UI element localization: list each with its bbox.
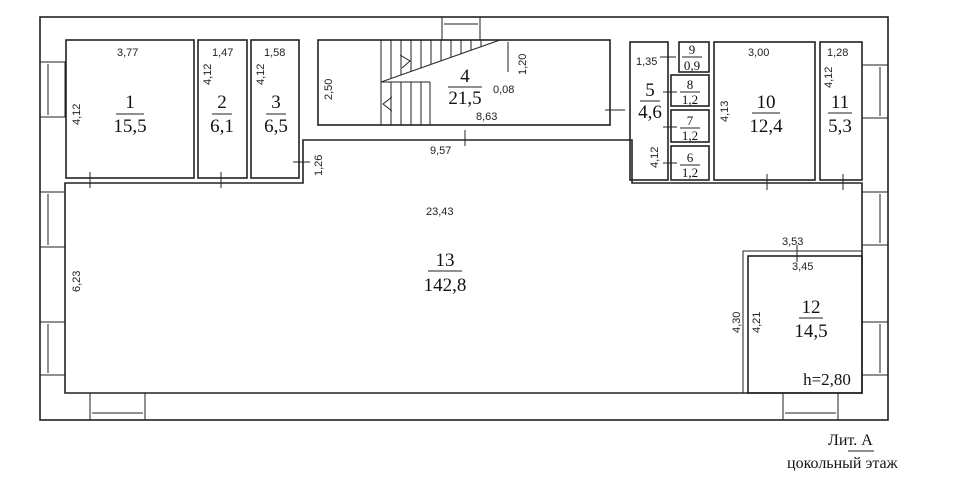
room-6-number: 6 (687, 150, 694, 165)
room-5-outline (629, 41, 669, 181)
room-3-outline (250, 39, 300, 179)
room-labels: 1 15,5 2 6,1 3 6,5 4 21,5 5 4,6 6 1,2 7 … (113, 42, 852, 389)
room-10-area: 12,4 (749, 116, 783, 137)
room-1-outline (65, 39, 195, 179)
dim-r3-height: 4,12 (255, 64, 267, 85)
room-13-area: 142,8 (424, 275, 467, 296)
room-12-number: 12 (802, 297, 821, 318)
dim-r5-width: 1,35 (636, 56, 657, 68)
dim-r10-height: 4,13 (719, 101, 731, 122)
dim-r5-height: 4,12 (649, 147, 661, 168)
room-3-area: 6,5 (264, 116, 288, 137)
staircase (380, 39, 509, 125)
dim-r10-width: 3,00 (748, 47, 769, 59)
room-4-number: 4 (460, 66, 470, 87)
room-13-outline (64, 139, 863, 394)
room-2-outline (197, 39, 248, 179)
dim-r4-b: 0,08 (493, 84, 514, 96)
room-5-number: 5 (645, 80, 655, 101)
dim-r12-height: 4,21 (751, 312, 763, 333)
room-8-area: 1,2 (682, 92, 698, 107)
dim-r1-width: 3,77 (117, 47, 138, 59)
room-10-outline (713, 41, 816, 181)
dimensions: 3,77 4,12 1,47 4,12 1,58 4,12 2,50 1,20 … (71, 47, 848, 333)
room-13-number: 13 (436, 250, 455, 271)
room-11-area: 5,3 (828, 116, 852, 137)
dim-r2-height: 4,12 (202, 64, 214, 85)
room-9-area: 0,9 (684, 58, 700, 73)
plan-subtitle: цокольный этаж (787, 455, 899, 472)
room-3-number: 3 (271, 92, 281, 113)
room-7-number: 7 (687, 113, 694, 128)
room-10-number: 10 (757, 92, 776, 113)
dim-r13-width: 23,43 (426, 206, 454, 218)
dim-r12-width: 3,45 (792, 261, 813, 273)
dim-r4-height: 2,50 (323, 79, 335, 100)
room-12-area: 14,5 (794, 321, 827, 342)
dim-r11-width: 1,28 (827, 47, 848, 59)
room-2-number: 2 (217, 92, 227, 113)
dim-r4-a: 1,20 (517, 54, 529, 75)
room-6-area: 1,2 (682, 165, 698, 180)
room-7-area: 1,2 (682, 128, 698, 143)
door-marks (89, 56, 844, 262)
room-9-number: 9 (689, 42, 696, 57)
dim-r11-height: 4,12 (823, 67, 835, 88)
room-4-area: 21,5 (448, 88, 481, 109)
windows (39, 16, 889, 421)
plan-title: Лит. А (828, 432, 873, 449)
room-12-wall (742, 250, 862, 393)
dim-r4-width: 8,63 (476, 111, 497, 123)
dim-r2-width: 1,47 (212, 47, 233, 59)
dim-r1-height: 4,12 (71, 104, 83, 125)
room-8-outline (670, 74, 710, 107)
dim-corridor: 9,57 (430, 145, 451, 157)
room-1-number: 1 (125, 92, 135, 113)
dim-corridor-width: 1,26 (313, 155, 325, 176)
arrow-right-icon (399, 54, 411, 69)
dim-r13-height: 6,23 (71, 271, 83, 292)
room-7-outline (670, 109, 710, 143)
room-11-number: 11 (831, 92, 849, 113)
room-8-number: 8 (687, 77, 694, 92)
room-5-area: 4,6 (638, 102, 662, 123)
dim-r12-outer-width: 3,53 (782, 236, 803, 248)
dim-r12-outer-height: 4,30 (731, 312, 743, 333)
room-1-area: 15,5 (113, 116, 146, 137)
room-2-area: 6,1 (210, 116, 234, 137)
arrow-left-icon (382, 96, 393, 112)
dim-r3-width: 1,58 (264, 47, 285, 59)
room-9-outline (678, 41, 710, 73)
ceiling-height: h=2,80 (803, 370, 851, 389)
